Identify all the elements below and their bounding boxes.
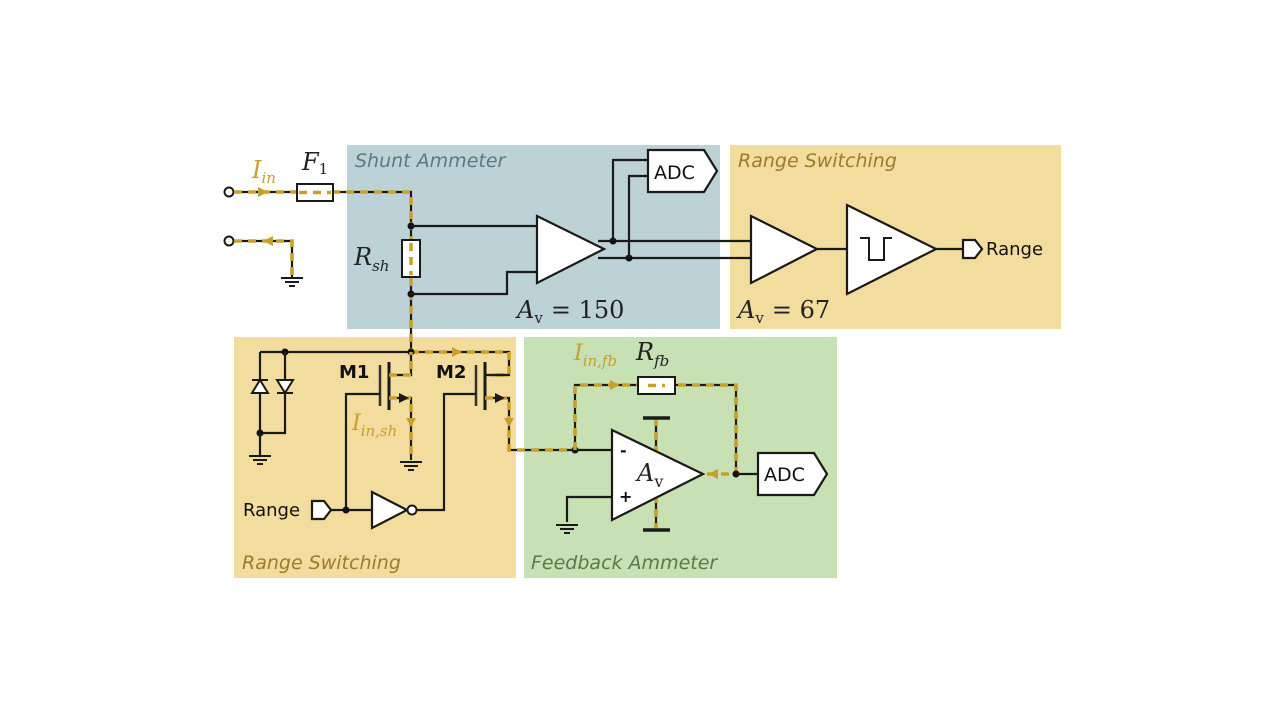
return-current-path <box>234 239 294 277</box>
input-current-label: Iin <box>251 156 276 187</box>
feedback-output-arrow <box>708 469 718 479</box>
range-output-label: Range <box>986 239 1043 260</box>
ground-icon <box>556 524 578 534</box>
m2-current-arrow <box>504 418 514 427</box>
adc-top-label: ADC <box>654 162 695 184</box>
adc-top <box>646 148 719 194</box>
range-switching-bottom-title: Range Switching <box>242 552 401 574</box>
feedback-current-arrow <box>610 380 620 390</box>
adc-top-wire-2 <box>627 174 648 258</box>
opamp-gain-label: Av <box>635 459 663 491</box>
range-switching-top-title: Range Switching <box>738 150 897 172</box>
range-input-port <box>310 499 333 521</box>
feedback-resistor <box>637 376 676 395</box>
diode-icon <box>250 378 270 394</box>
shunt-gain-label: Av= 150 <box>515 296 624 327</box>
range-gain-label: Av= 67 <box>736 296 830 327</box>
input-current-arrow <box>258 187 268 197</box>
opamp-minus-sign: - <box>620 441 627 460</box>
ground-icon <box>281 277 303 287</box>
adc-bottom-label: ADC <box>764 464 805 486</box>
shunt-current-label: Iin,sh <box>351 411 397 440</box>
m2-label: M2 <box>436 362 466 383</box>
shunt-current-arrow <box>406 418 416 427</box>
shunt-amplifier <box>535 214 607 285</box>
opamp-plus-wire <box>565 495 612 522</box>
shunt-ammeter-title: Shunt Ammeter <box>355 150 507 172</box>
mosfet-m1 <box>344 352 413 510</box>
inverter <box>370 490 410 530</box>
amp-input-minus-wire <box>411 270 537 296</box>
return-current-arrow <box>263 236 273 246</box>
adc-top-wire-1 <box>611 158 648 241</box>
input-current-path <box>234 190 413 222</box>
input-terminal-bottom <box>223 235 235 247</box>
return-wire <box>234 239 294 277</box>
fuse-label: F1 <box>301 148 328 178</box>
ground-icon <box>249 455 271 465</box>
feedback-current-path <box>573 383 738 476</box>
shunt-resistor-label: Rsh <box>353 243 389 275</box>
opamp-plus-sign: + <box>619 487 632 506</box>
diode-icon <box>275 379 295 395</box>
feedback-resistor-label: Rfb <box>635 338 669 370</box>
range-switching-bottom-block <box>234 337 516 578</box>
schmitt-pulse-icon <box>860 237 892 261</box>
range-output-port <box>961 238 984 260</box>
feedback-opamp <box>610 428 706 522</box>
range-amplifier <box>749 214 820 285</box>
junction-dot <box>342 506 350 514</box>
ground-icon <box>400 461 422 471</box>
comparator-schmitt-trigger <box>845 203 939 296</box>
range-input-label: Range <box>243 500 300 521</box>
bus-current-arrow <box>452 347 462 357</box>
input-terminal-top <box>223 186 235 198</box>
feedback-current-label: Iin,fb <box>573 341 617 370</box>
feedback-ammeter-title: Feedback Ammeter <box>531 552 718 574</box>
adc-bottom <box>756 451 829 497</box>
m1-label: M1 <box>339 362 369 383</box>
inverter-bubble <box>406 504 418 516</box>
